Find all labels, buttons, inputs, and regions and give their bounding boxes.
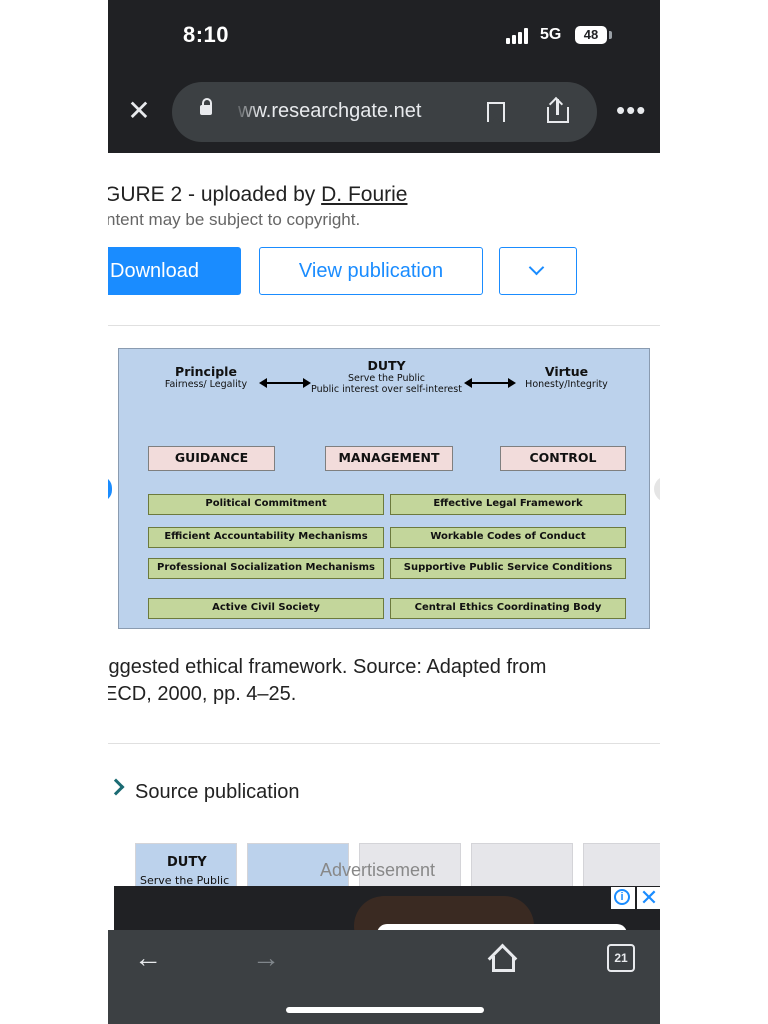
caption-line-1: iggested ethical framework. Source: Adap… [108, 656, 547, 678]
framework-figure[interactable]: Principle Fairness/ Legality DUTY Serve … [118, 348, 650, 629]
pillar-management: MANAGEMENT [325, 446, 453, 471]
close-icon[interactable]: ✕ [127, 95, 151, 126]
tabs-icon[interactable]: 21 [607, 944, 635, 972]
copyright-note: ntent may be subject to copyright. [108, 210, 361, 229]
more-icon[interactable]: ••• [616, 95, 647, 125]
divider [108, 743, 660, 744]
principle-sub: Fairness/ Legality [164, 379, 248, 390]
virtue-title: Virtue [544, 364, 589, 379]
figure-title: GURE 2 - uploaded by D. Fourie [108, 183, 407, 207]
element-box: Effective Legal Framework [390, 494, 626, 515]
element-box: Supportive Public Service Conditions [390, 558, 626, 579]
duty-sub1: Serve the Public [348, 373, 425, 384]
home-icon[interactable] [487, 943, 518, 974]
share-icon[interactable] [547, 96, 569, 125]
figure-left-heading: Principle Fairness/ Legality [141, 364, 271, 390]
forward-icon[interactable]: → [252, 942, 280, 973]
battery-tip [609, 31, 612, 39]
pillar-control: CONTROL [500, 446, 626, 471]
status-time: 8:10 [183, 22, 230, 47]
download-button[interactable]: Download [108, 247, 241, 295]
browser-top-bar: 8:10 5G 48 ✕ ww.researchgate.net ••• [108, 0, 660, 153]
element-box: Political Commitment [148, 494, 384, 515]
source-publication-link[interactable]: Source publication [135, 781, 300, 803]
element-box: Active Civil Society [148, 598, 384, 619]
home-indicator[interactable] [286, 1007, 484, 1013]
carousel-prev-button[interactable] [108, 476, 112, 502]
principle-title: Principle [175, 364, 237, 379]
element-box: Efficient Accountability Mechanisms [148, 527, 384, 548]
ad-close-icon[interactable]: ✕ [637, 887, 660, 909]
thumb-sub: Serve the Public [140, 874, 230, 887]
pillar-guidance: GUIDANCE [148, 446, 275, 471]
duty-title: DUTY [367, 358, 406, 373]
author-link[interactable]: D. Fourie [321, 183, 408, 206]
chevron-right-icon [108, 778, 125, 796]
browser-bottom-bar: ← → 21 [108, 930, 660, 1024]
figure-caption: iggested ethical framework. Source: Adap… [108, 654, 660, 708]
carousel-next-button[interactable] [654, 476, 660, 502]
element-box: Workable Codes of Conduct [390, 527, 626, 548]
figure-thumbnail[interactable] [583, 843, 660, 887]
battery-icon: 48 [575, 26, 607, 44]
figure-center-heading: DUTY Serve the Public Public interest ov… [284, 358, 489, 395]
signal-icon [506, 28, 532, 44]
advertisement-label: Advertisement [320, 860, 436, 880]
figure-thumbnail[interactable] [471, 843, 573, 887]
chevron-down-icon [528, 259, 545, 276]
double-arrow-icon [259, 378, 311, 388]
thumb-title: DUTY [167, 855, 207, 870]
browser-viewport: 8:10 5G 48 ✕ ww.researchgate.net ••• GUR… [108, 0, 660, 1024]
divider [108, 325, 660, 326]
ad-banner[interactable]: i ✕ [114, 886, 660, 936]
figure-title-prefix: GURE 2 - uploaded by [108, 183, 322, 206]
double-arrow-icon [464, 378, 516, 388]
caption-line-2: ECD, 2000, pp. 4–25. [108, 683, 297, 705]
lock-icon [200, 98, 212, 115]
virtue-sub: Honesty/Integrity [525, 379, 608, 390]
figure-thumbnail[interactable]: DUTY Serve the Public [135, 843, 237, 887]
bookmark-icon[interactable] [487, 102, 505, 124]
figure-right-heading: Virtue Honesty/Integrity [509, 364, 624, 390]
network-label: 5G [540, 26, 562, 43]
element-box: Professional Socialization Mechanisms [148, 558, 384, 579]
back-icon[interactable]: ← [134, 942, 162, 973]
address-bar[interactable]: ww.researchgate.net [172, 82, 597, 142]
element-box: Central Ethics Coordinating Body [390, 598, 626, 619]
figure-thumbnail[interactable] [359, 843, 461, 887]
info-icon[interactable]: i [611, 887, 635, 909]
url-fade [232, 92, 260, 132]
more-options-button[interactable] [499, 247, 577, 295]
view-publication-button[interactable]: View publication [259, 247, 483, 295]
duty-sub2: Public interest over self-interest [311, 384, 462, 395]
url-text[interactable]: ww.researchgate.net [238, 100, 422, 122]
